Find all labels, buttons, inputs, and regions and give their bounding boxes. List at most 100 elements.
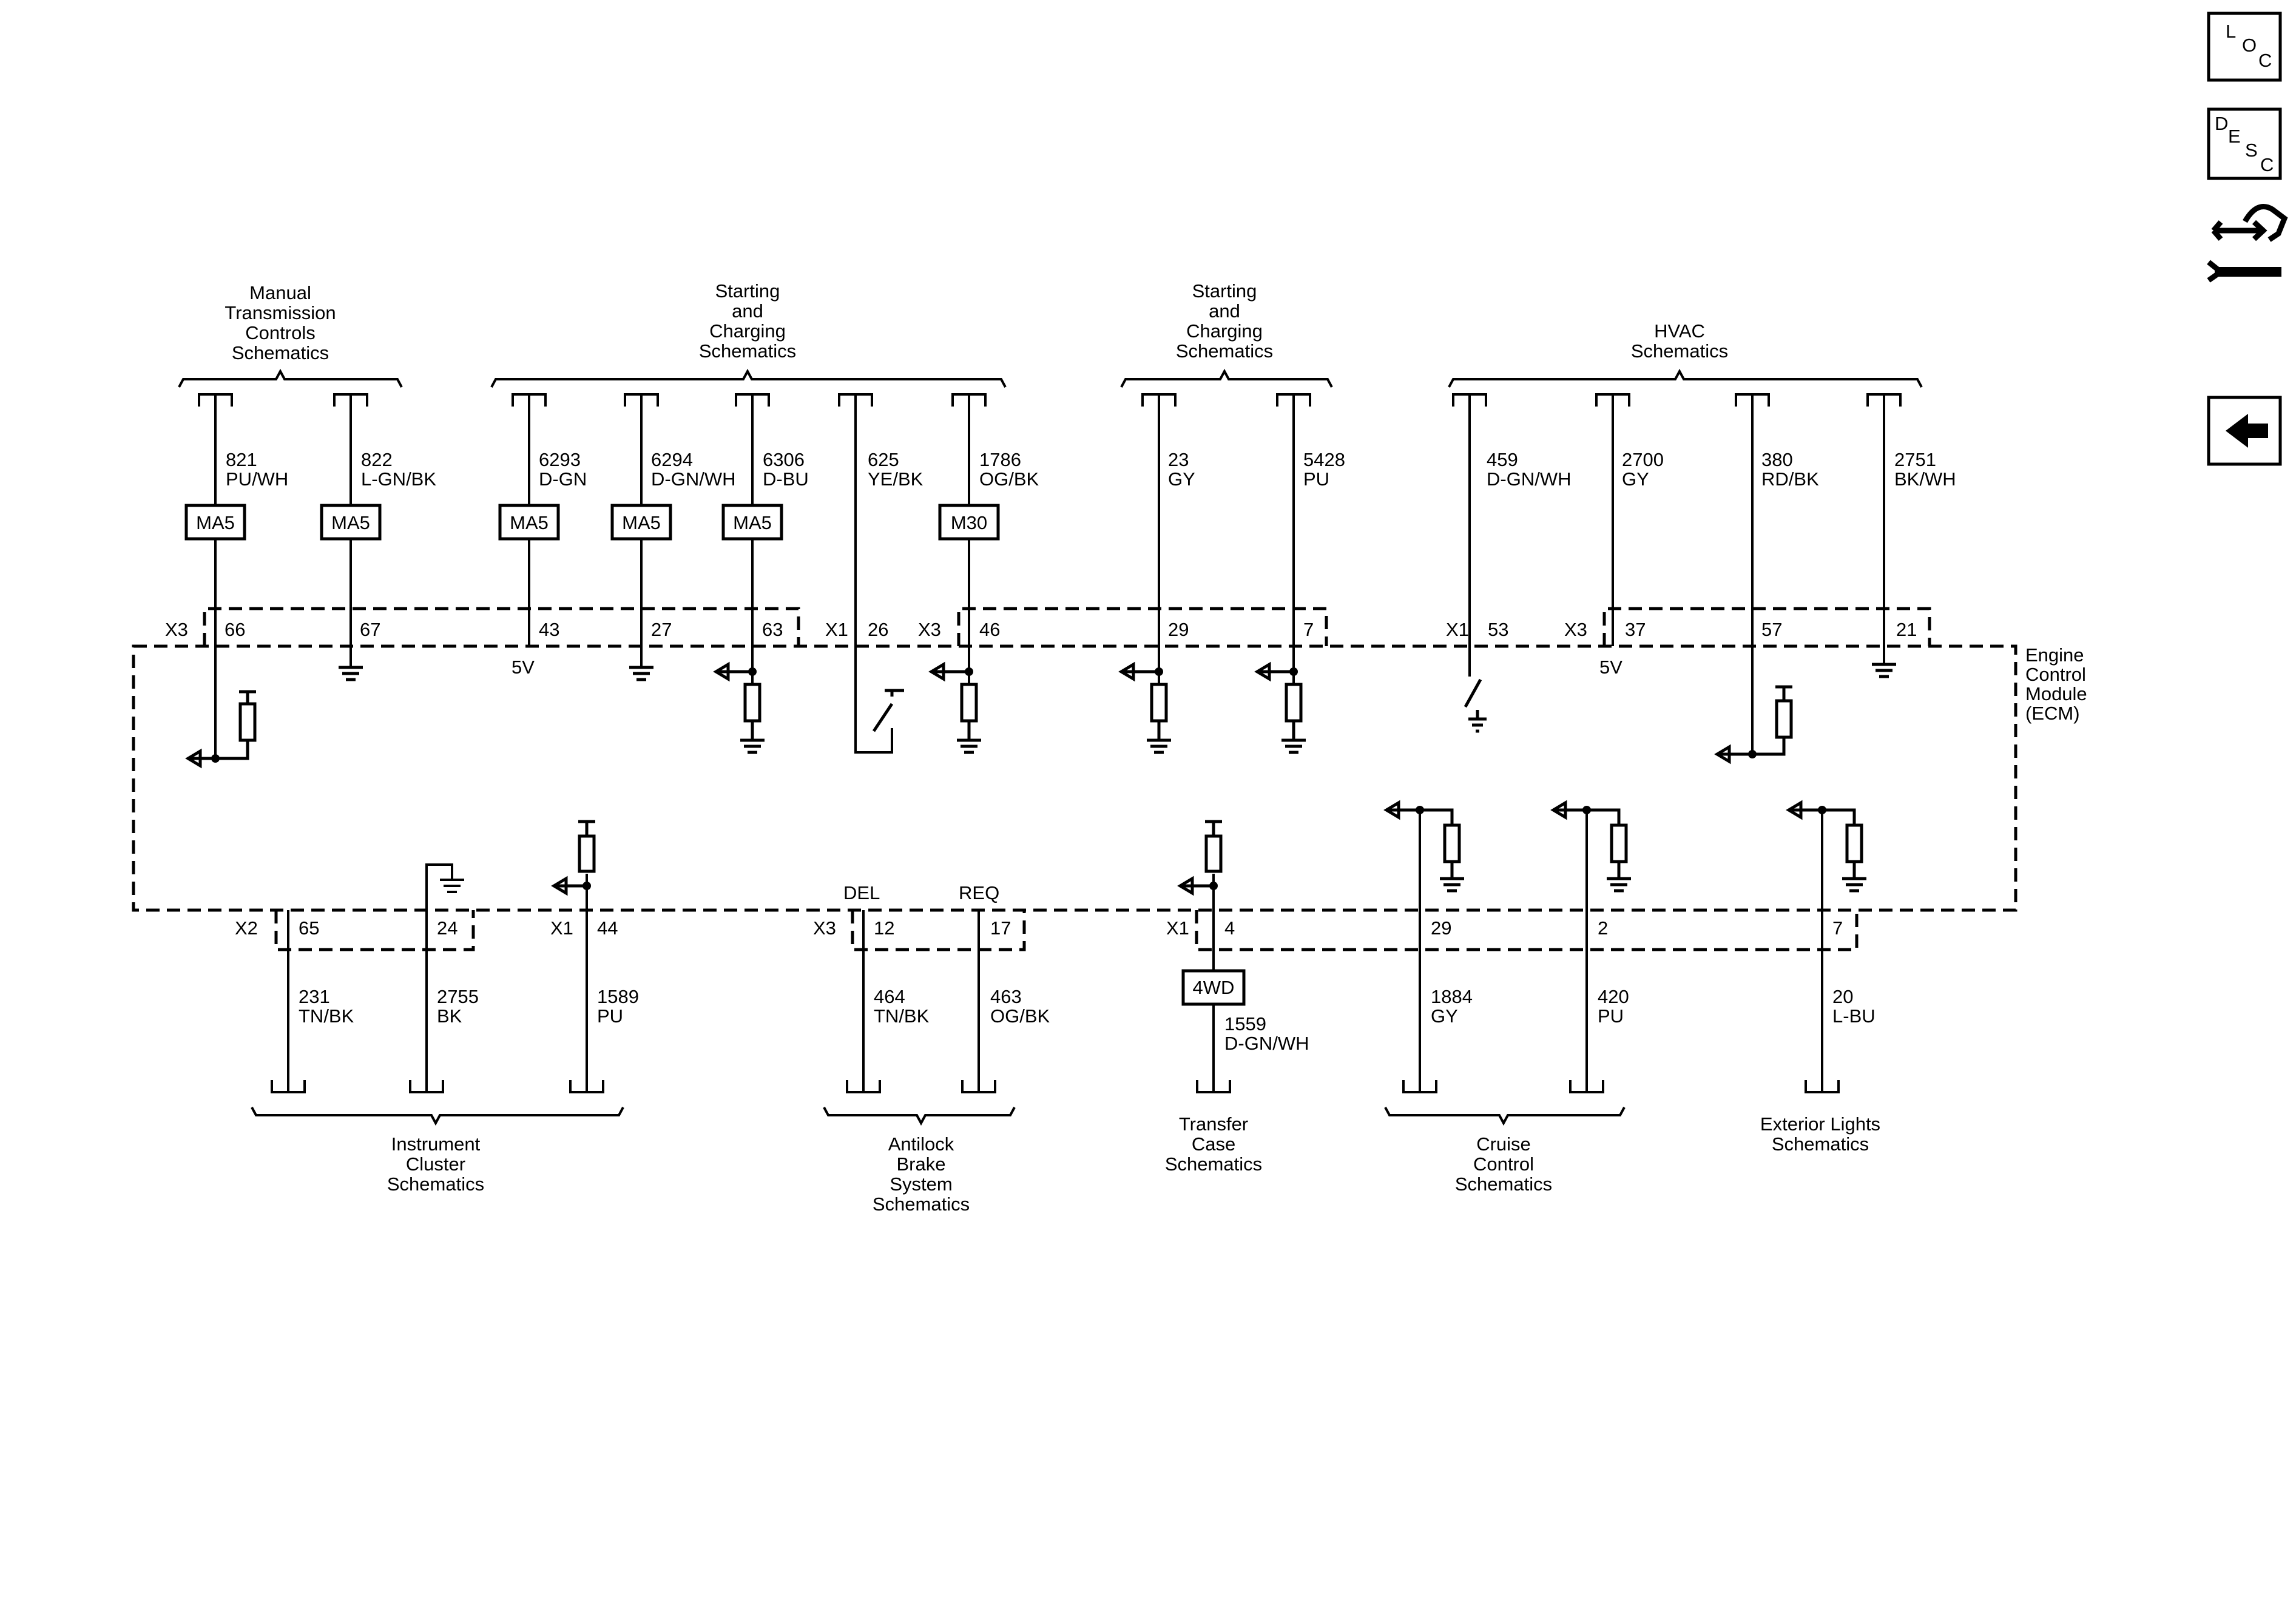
- group-label-line: Case: [1192, 1133, 1235, 1155]
- inline-connector: MA5: [733, 512, 772, 533]
- desc-letter-d: D: [2215, 113, 2228, 134]
- wire-color: D-GN/WH: [651, 468, 735, 490]
- wire-2751[interactable]: 2751 BK/WH 21: [1866, 393, 1956, 678]
- inline-connector: M30: [951, 512, 987, 533]
- inline-connector: MA5: [622, 512, 661, 533]
- wire-color: PU: [597, 1005, 623, 1027]
- wire-color: OG/BK: [990, 1005, 1050, 1027]
- group-label-line: HVAC: [1654, 320, 1705, 342]
- group-label-line: Starting: [715, 280, 780, 302]
- circuit-number: 821: [226, 449, 257, 470]
- pin-number: 24: [437, 917, 458, 939]
- connector-label: X1: [1446, 619, 1469, 640]
- circuit-number: 625: [868, 449, 899, 470]
- wire-color: L-GN/BK: [361, 468, 436, 490]
- wire-1589[interactable]: 44 1589 PU: [551, 820, 639, 1093]
- wire-231[interactable]: 65 231 TN/BK: [271, 910, 354, 1093]
- pin-number: 17: [990, 917, 1011, 939]
- wire-6293[interactable]: 6293 D-GN MA5 43 5V: [498, 393, 587, 678]
- group-antilock-brake[interactable]: Antilock Brake System Schematics: [823, 1107, 1016, 1215]
- pin-number: 53: [1488, 619, 1508, 640]
- desc-letter-c: C: [2260, 154, 2274, 175]
- circuit-number: 1786: [979, 449, 1021, 470]
- wire-color: GY: [1622, 468, 1649, 490]
- wire-20[interactable]: 7 20 L-BU: [1786, 800, 1876, 1093]
- group-label-line: Schematics: [1772, 1133, 1869, 1155]
- wire-822[interactable]: 822 L-GN/BK MA5 67: [320, 393, 436, 681]
- ecm-label-line3: Module: [2025, 683, 2087, 704]
- circuit-number: 380: [1761, 449, 1793, 470]
- back-button[interactable]: [2207, 396, 2282, 466]
- group-manual-transmission[interactable]: Manual Transmission Controls Schematics: [178, 282, 403, 388]
- group-label-line: Manual: [249, 282, 311, 303]
- wire-2755[interactable]: 24 2755 BK: [409, 863, 479, 1093]
- ecm-label-line2: Control: [2025, 664, 2086, 685]
- wire-464[interactable]: DEL 12 464 TN/BK: [843, 882, 930, 1093]
- inline-connector: MA5: [510, 512, 549, 533]
- pin-number: 43: [539, 619, 559, 640]
- wire-color: GY: [1168, 468, 1195, 490]
- group-starting-charging-2[interactable]: Starting and Charging Schematics: [1120, 280, 1333, 388]
- wire-1884[interactable]: 29 1884 GY: [1383, 800, 1473, 1093]
- connector-label: X3: [918, 619, 941, 640]
- group-label-line: Schematics: [1631, 340, 1728, 362]
- loc-letter-l: L: [2226, 21, 2236, 42]
- wire-color: OG/BK: [979, 468, 1039, 490]
- circuit-number: 231: [299, 986, 330, 1007]
- group-label-line: Instrument: [391, 1133, 481, 1155]
- circuit-number: 6294: [651, 449, 693, 470]
- circuit-number: 6293: [539, 449, 581, 470]
- desc-button[interactable]: D E S C: [2207, 107, 2282, 180]
- wire-color: D-GN: [539, 468, 587, 490]
- wire-459[interactable]: 459 D-GN/WH 53: [1452, 393, 1571, 733]
- group-exterior-lights[interactable]: Exterior Lights Schematics: [1760, 1113, 1880, 1155]
- signal-label: DEL: [843, 882, 880, 903]
- pin-number: 26: [868, 619, 888, 640]
- circuit-number: 1589: [597, 986, 639, 1007]
- group-instrument-cluster[interactable]: Instrument Cluster Schematics: [251, 1107, 624, 1195]
- wire-5428[interactable]: 5428 PU 7: [1254, 393, 1345, 754]
- wire-821[interactable]: 821 PU/WH MA5 66: [184, 393, 288, 769]
- pin-number: 65: [299, 917, 319, 939]
- wire-6294[interactable]: 6294 D-GN/WH MA5 27: [610, 393, 735, 681]
- ecm-label-line1: Engine: [2025, 644, 2084, 666]
- group-label-line: Brake: [897, 1153, 946, 1175]
- reference-voltage: 5V: [512, 657, 535, 678]
- group-cruise-control[interactable]: Cruise Control Schematics: [1384, 1107, 1626, 1195]
- circuit-number: 1559: [1224, 1013, 1266, 1035]
- connector-label: X1: [1166, 917, 1189, 939]
- pin-number: 7: [1303, 619, 1314, 640]
- wire-6306[interactable]: 6306 D-BU MA5 63: [713, 393, 809, 754]
- wire-1786[interactable]: 1786 OG/BK M30 46: [928, 393, 1039, 754]
- wire-2700[interactable]: 2700 GY 37 5V: [1595, 393, 1664, 678]
- reference-voltage: 5V: [1599, 657, 1622, 678]
- pin-number: 27: [651, 619, 672, 640]
- wire-1559[interactable]: 4 4WD 1559 D-GN/WH: [1177, 820, 1309, 1093]
- wire-463[interactable]: REQ 17 463 OG/BK: [959, 882, 1050, 1093]
- wire-625[interactable]: 625 YE/BK 26: [838, 393, 923, 754]
- group-label-line: Schematics: [1165, 1153, 1262, 1175]
- wire-color: PU: [1303, 468, 1329, 490]
- loc-button[interactable]: L O C: [2207, 12, 2282, 82]
- group-label-line: Schematics: [1176, 340, 1273, 362]
- group-label-line: and: [1209, 300, 1240, 322]
- connector-label: X3: [165, 619, 188, 640]
- group-label-line: Schematics: [1455, 1173, 1552, 1195]
- pin-number: 7: [1832, 917, 1843, 939]
- group-starting-charging-1[interactable]: Starting and Charging Schematics: [490, 280, 1007, 388]
- group-label-line: Transfer: [1179, 1113, 1248, 1135]
- connector-view-icon[interactable]: [2207, 204, 2288, 283]
- group-label-line: Starting: [1192, 280, 1257, 302]
- group-hvac[interactable]: HVAC Schematics: [1448, 320, 1923, 388]
- group-transfer-case[interactable]: Transfer Case Schematics: [1165, 1113, 1262, 1175]
- wire-380[interactable]: 380 RD/BK 57: [1714, 393, 1819, 765]
- circuit-number: 459: [1487, 449, 1518, 470]
- group-label-line: System: [890, 1173, 952, 1195]
- circuit-number: 464: [874, 986, 905, 1007]
- pin-number: 37: [1625, 619, 1646, 640]
- pin-number: 21: [1896, 619, 1917, 640]
- wire-420[interactable]: 2 420 PU: [1550, 800, 1631, 1093]
- group-label-line: Schematics: [699, 340, 796, 362]
- wire-23[interactable]: 23 GY 29: [1118, 393, 1195, 754]
